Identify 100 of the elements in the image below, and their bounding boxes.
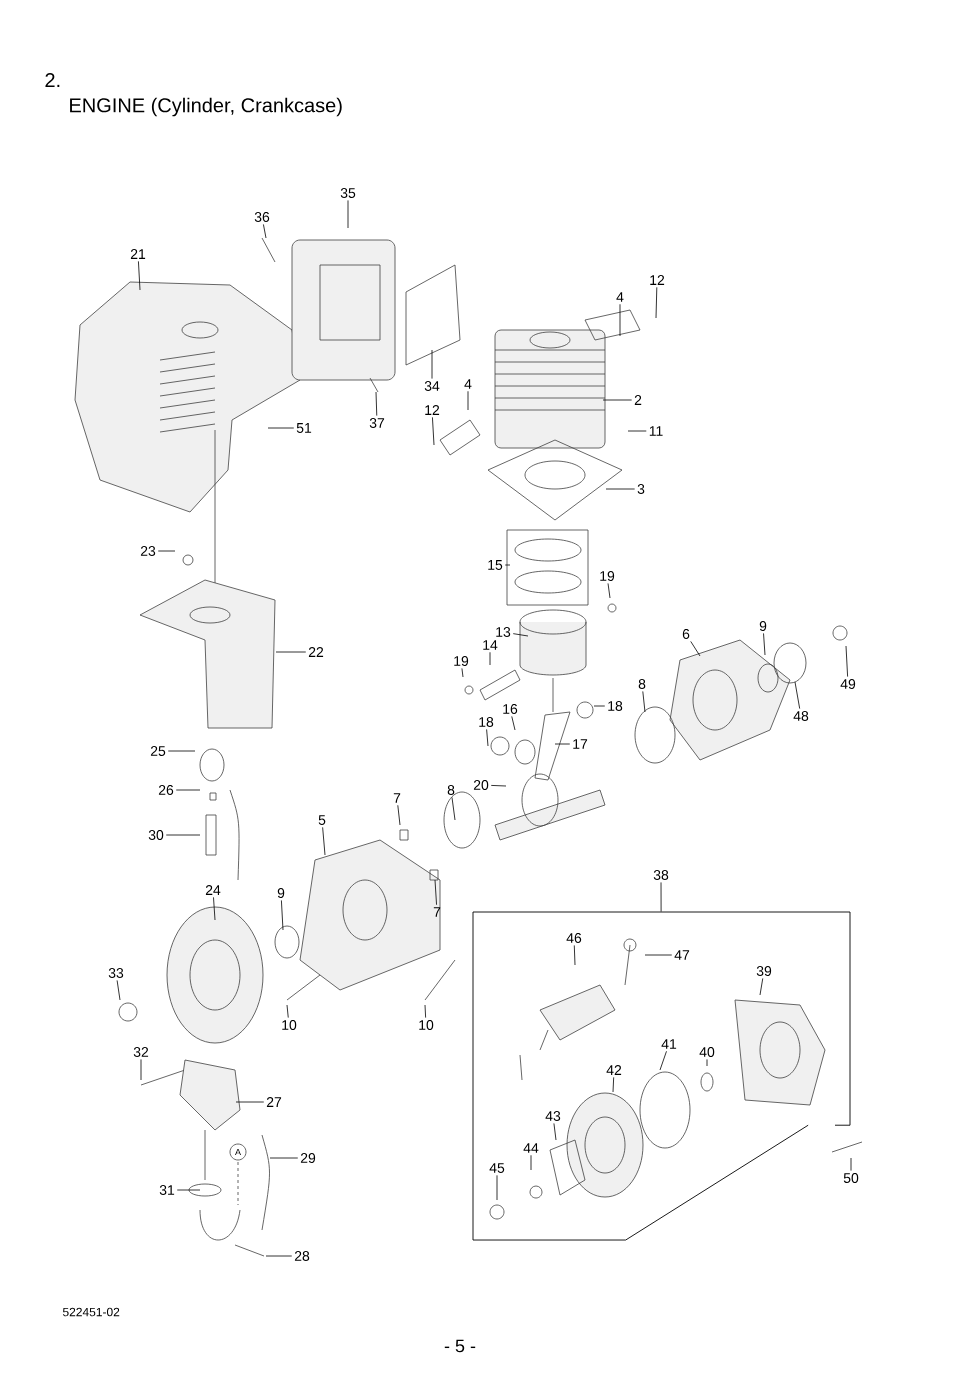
leader-line — [593, 705, 606, 707]
callout-number: 45 — [489, 1163, 505, 1173]
callout-number: 19 — [600, 571, 615, 581]
leader-line — [607, 583, 611, 599]
callout-number: 7 — [433, 907, 441, 917]
leader-line — [644, 954, 673, 956]
callout-number: 27 — [266, 1097, 282, 1107]
callout-number: 43 — [545, 1111, 561, 1121]
leader-line — [157, 550, 176, 552]
callout-number: 24 — [205, 885, 221, 895]
reference-mark: A — [235, 1148, 241, 1156]
leader-line — [553, 1123, 557, 1141]
leader-line — [659, 1050, 667, 1071]
callout-number: 40 — [699, 1047, 715, 1057]
callout-number: 51 — [296, 423, 312, 433]
callout-number: 20 — [473, 780, 489, 790]
callout-number: 7 — [393, 793, 401, 803]
leader-line — [619, 303, 621, 337]
leader-line — [165, 834, 201, 836]
callout-number: 22 — [308, 647, 324, 657]
callout-number: 35 — [340, 188, 356, 198]
leader-line — [269, 1157, 299, 1159]
leader-line — [496, 1174, 498, 1201]
leader-line — [605, 488, 636, 490]
callout-number: 30 — [148, 830, 164, 840]
callout-number: 10 — [282, 1020, 297, 1030]
callout-number: 12 — [650, 275, 665, 285]
leader-line — [690, 641, 701, 657]
leader-line — [794, 681, 801, 709]
leader-line — [486, 729, 489, 747]
callout-number: 28 — [294, 1251, 310, 1261]
callout-number: 41 — [661, 1039, 677, 1049]
leader-line — [602, 399, 633, 401]
leader-line — [432, 416, 435, 446]
callout-number: 5 — [318, 815, 326, 825]
leader-line — [175, 789, 201, 791]
leader-line — [660, 882, 662, 912]
callout-number: 38 — [653, 870, 669, 880]
leader-line — [265, 1255, 293, 1257]
leader-line — [375, 391, 378, 416]
leader-line — [213, 896, 216, 921]
callout-number: 50 — [843, 1173, 859, 1183]
leader-line — [235, 1101, 265, 1103]
leader-line — [490, 785, 507, 787]
document-number: 522451-02 — [62, 1307, 120, 1317]
callout-number: 36 — [254, 212, 270, 222]
callout-number: 34 — [424, 381, 440, 391]
leader-line — [627, 430, 647, 432]
callout-number: 23 — [140, 546, 156, 556]
leader-line — [397, 804, 401, 826]
leader-line — [263, 224, 267, 239]
callout-number: 4 — [464, 379, 472, 389]
callout-number: 4 — [616, 292, 624, 302]
callout-number: 19 — [454, 656, 469, 666]
leader-line — [530, 1154, 532, 1171]
callout-number: 14 — [483, 640, 498, 650]
callout-number: 44 — [523, 1143, 539, 1153]
leader-line — [573, 945, 576, 966]
leader-line — [461, 668, 464, 678]
callout-number: 10 — [419, 1020, 434, 1030]
leader-line — [706, 1059, 708, 1067]
leader-line — [451, 797, 456, 821]
callout-number: 16 — [503, 704, 518, 714]
callout-number: 46 — [566, 933, 582, 943]
callout-number: 25 — [150, 746, 166, 756]
callout-number: 31 — [159, 1185, 175, 1195]
leader-line — [116, 980, 121, 1001]
leader-line — [267, 427, 295, 429]
leader-line — [424, 1004, 427, 1018]
leader-line — [140, 1059, 142, 1081]
title: ENGINE (Cylinder, Crankcase) — [70, 97, 342, 117]
callout-number: 39 — [756, 966, 772, 976]
leader-line — [138, 260, 141, 291]
callout-number: 29 — [300, 1153, 316, 1163]
leader-line — [286, 1004, 289, 1018]
callout-number: 11 — [649, 426, 663, 436]
leader-line — [431, 349, 433, 379]
leader-line — [167, 750, 196, 752]
callout-number: 26 — [158, 785, 174, 795]
callout-number: 49 — [840, 679, 856, 689]
callout-number: 33 — [108, 968, 124, 978]
callout-number: 2 — [634, 395, 642, 405]
callout-number: 42 — [606, 1065, 622, 1075]
callout-number: 18 — [479, 717, 494, 727]
callout-number: 9 — [759, 621, 767, 631]
leader-line — [642, 691, 646, 713]
leader-line — [763, 633, 766, 656]
leader-line — [275, 651, 307, 653]
leader-line — [347, 200, 349, 229]
leader-line — [850, 1157, 852, 1171]
leader-line — [504, 564, 511, 566]
callout-number: 8 — [447, 785, 455, 795]
leader-line — [434, 879, 437, 906]
page-number: - 5 - — [444, 1339, 476, 1353]
leader-line — [655, 286, 658, 319]
leader-line — [322, 826, 326, 856]
callout-number: 6 — [682, 629, 690, 639]
callout-number: 21 — [130, 249, 146, 259]
leader-line — [554, 743, 571, 745]
leader-line — [845, 645, 848, 677]
